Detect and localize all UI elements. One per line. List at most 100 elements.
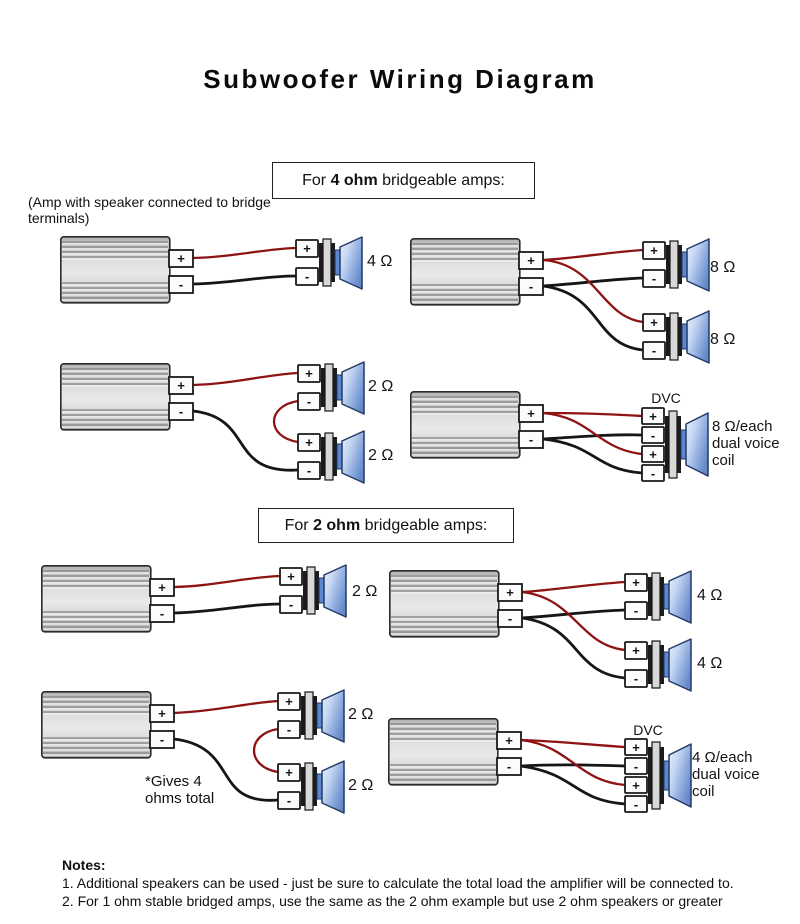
coil2-negative-terminal-sign: - xyxy=(651,466,655,481)
section-ohm-bold: 2 ohm xyxy=(313,516,361,534)
dvc-header-label: DVC xyxy=(651,390,681,406)
speaker-negative-terminal-sign: - xyxy=(289,597,293,612)
section-header-4ohm: For 4 ohm bridgeable amps: xyxy=(272,162,535,199)
negative-wire xyxy=(520,616,627,680)
amp-negative-terminal-sign: - xyxy=(529,432,533,447)
speaker-negative-terminal-sign: - xyxy=(634,671,638,686)
amp-positive-terminal-sign: + xyxy=(506,585,514,600)
impedance-label: 2 Ω xyxy=(352,583,377,600)
positive-wire xyxy=(172,699,280,715)
impedance-label: 2 Ω xyxy=(348,706,373,723)
amplifier xyxy=(409,390,544,459)
coil2-positive-terminal-sign: + xyxy=(649,447,657,462)
negative-wire xyxy=(541,437,644,475)
speaker-negative-terminal-sign: - xyxy=(652,271,656,286)
amplifier xyxy=(59,362,194,431)
coil1-negative-terminal-sign: - xyxy=(634,759,638,774)
negative-wire xyxy=(541,276,645,288)
amp-negative-terminal-sign: - xyxy=(160,732,164,747)
amp-negative-terminal-sign: - xyxy=(160,606,164,621)
speaker-negative-terminal-sign: - xyxy=(307,463,311,478)
positive-wire xyxy=(191,371,300,387)
amp-positive-terminal-sign: + xyxy=(158,580,166,595)
speaker-positive-terminal-sign: + xyxy=(305,435,313,450)
impedance-label-line: dual voice xyxy=(712,435,780,452)
positive-wire xyxy=(172,574,282,589)
speaker-positive-terminal-sign: + xyxy=(285,694,293,709)
speaker-positive-terminal-sign: + xyxy=(287,569,295,584)
speaker-positive-terminal-sign: + xyxy=(650,315,658,330)
coil1-negative-terminal-sign: - xyxy=(651,428,655,443)
positive-wire xyxy=(519,738,627,787)
negative-wire xyxy=(519,763,627,768)
amp-negative-terminal-sign: - xyxy=(179,404,183,419)
impedance-label-line: 8 Ω/each xyxy=(712,418,772,435)
section-header-text: For 2 ohm bridgeable amps: xyxy=(285,517,488,535)
amp-positive-terminal-sign: + xyxy=(158,706,166,721)
positive-wire xyxy=(191,246,298,260)
note-item: 2. For 1 ohm stable bridged amps, use th… xyxy=(62,893,723,909)
series-note-line: *Gives 4 xyxy=(145,773,202,790)
impedance-label-line: coil xyxy=(712,452,735,469)
speaker-positive-terminal-sign: + xyxy=(305,366,313,381)
negative-wire xyxy=(541,284,645,352)
positive-wire xyxy=(519,738,627,749)
speaker-positive-terminal-sign: + xyxy=(632,643,640,658)
bridge-terminals-caption: (Amp with speaker connected to bridge te… xyxy=(28,194,271,226)
diagram-2ohm-parallel-4ohm-subs: + - + - + - 4 Ω 4 Ω xyxy=(388,569,722,692)
impedance-label: 2 Ω xyxy=(368,378,393,395)
amp-negative-terminal-sign: - xyxy=(508,611,512,626)
amp-positive-terminal-sign: + xyxy=(527,406,535,421)
amp-positive-terminal-sign: + xyxy=(177,378,185,393)
section-suffix: bridgeable amps: xyxy=(360,516,488,534)
amplifier xyxy=(40,690,175,759)
coil2-negative-terminal-sign: - xyxy=(634,797,638,812)
positive-wire xyxy=(520,590,627,652)
impedance-label: 4 Ω xyxy=(697,587,722,604)
positive-wire xyxy=(520,580,627,594)
impedance-label: 4 Ω xyxy=(367,253,392,270)
diagram-4ohm-parallel-8ohm-subs: + - + - + - 8 Ω 8 Ω xyxy=(409,237,735,364)
speaker-negative-terminal-sign: - xyxy=(287,793,291,808)
diagram-4ohm-single-sub: + - + - 4 Ω xyxy=(59,235,392,304)
diagram-2ohm-single-sub: + - + - 2 Ω xyxy=(40,564,377,633)
positive-wire xyxy=(541,258,645,324)
section-header-2ohm: For 2 ohm bridgeable amps: xyxy=(258,508,514,543)
section-header-text: For 4 ohm bridgeable amps: xyxy=(302,172,505,190)
dvc-header-label: DVC xyxy=(633,722,663,738)
notes-heading: Notes: xyxy=(62,857,106,873)
positive-wire xyxy=(541,411,644,456)
diagram-4ohm-series-2ohm-subs: + - + - + - 2 Ω 2 Ω xyxy=(59,361,393,484)
page-title: Subwoofer Wiring Diagram xyxy=(203,64,597,94)
impedance-label: 2 Ω xyxy=(368,447,393,464)
amp-negative-terminal-sign: - xyxy=(179,277,183,292)
series-note-line: ohms total xyxy=(145,790,215,807)
amp-negative-terminal-sign: - xyxy=(507,759,511,774)
section-suffix: bridgeable amps: xyxy=(377,171,505,189)
amplifier xyxy=(387,717,522,786)
notes-section: Notes: 1. Additional speakers can be use… xyxy=(62,856,784,910)
negative-wire xyxy=(172,737,280,802)
negative-wire xyxy=(520,608,627,620)
impedance-label: 8 Ω xyxy=(710,259,735,276)
speaker-negative-terminal-sign: - xyxy=(634,603,638,618)
coil2-positive-terminal-sign: + xyxy=(632,778,640,793)
negative-wire xyxy=(519,764,627,806)
coil1-positive-terminal-sign: + xyxy=(632,740,640,755)
note-item: 1. Additional speakers can be used - jus… xyxy=(62,875,734,891)
series-link-wire xyxy=(272,399,300,444)
negative-wire xyxy=(172,602,282,615)
speaker-positive-terminal-sign: + xyxy=(303,241,311,256)
diagram-2ohm-series-2ohm-subs: + - + - + - 2 Ω 2 Ω xyxy=(40,689,373,814)
amp-positive-terminal-sign: + xyxy=(527,253,535,268)
speaker-negative-terminal-sign: - xyxy=(287,722,291,737)
impedance-label: 8 Ω xyxy=(710,331,735,348)
negative-wire xyxy=(191,409,300,472)
speaker-positive-terminal-sign: + xyxy=(632,575,640,590)
speaker-positive-terminal-sign: + xyxy=(650,243,658,258)
diagram-4ohm-dvc-sub: + - DVC + - + - 8 Ω/each dual voice coil xyxy=(409,390,780,482)
amp-negative-terminal-sign: - xyxy=(529,279,533,294)
speaker-negative-terminal-sign: - xyxy=(652,343,656,358)
speaker-negative-terminal-sign: - xyxy=(305,269,309,284)
